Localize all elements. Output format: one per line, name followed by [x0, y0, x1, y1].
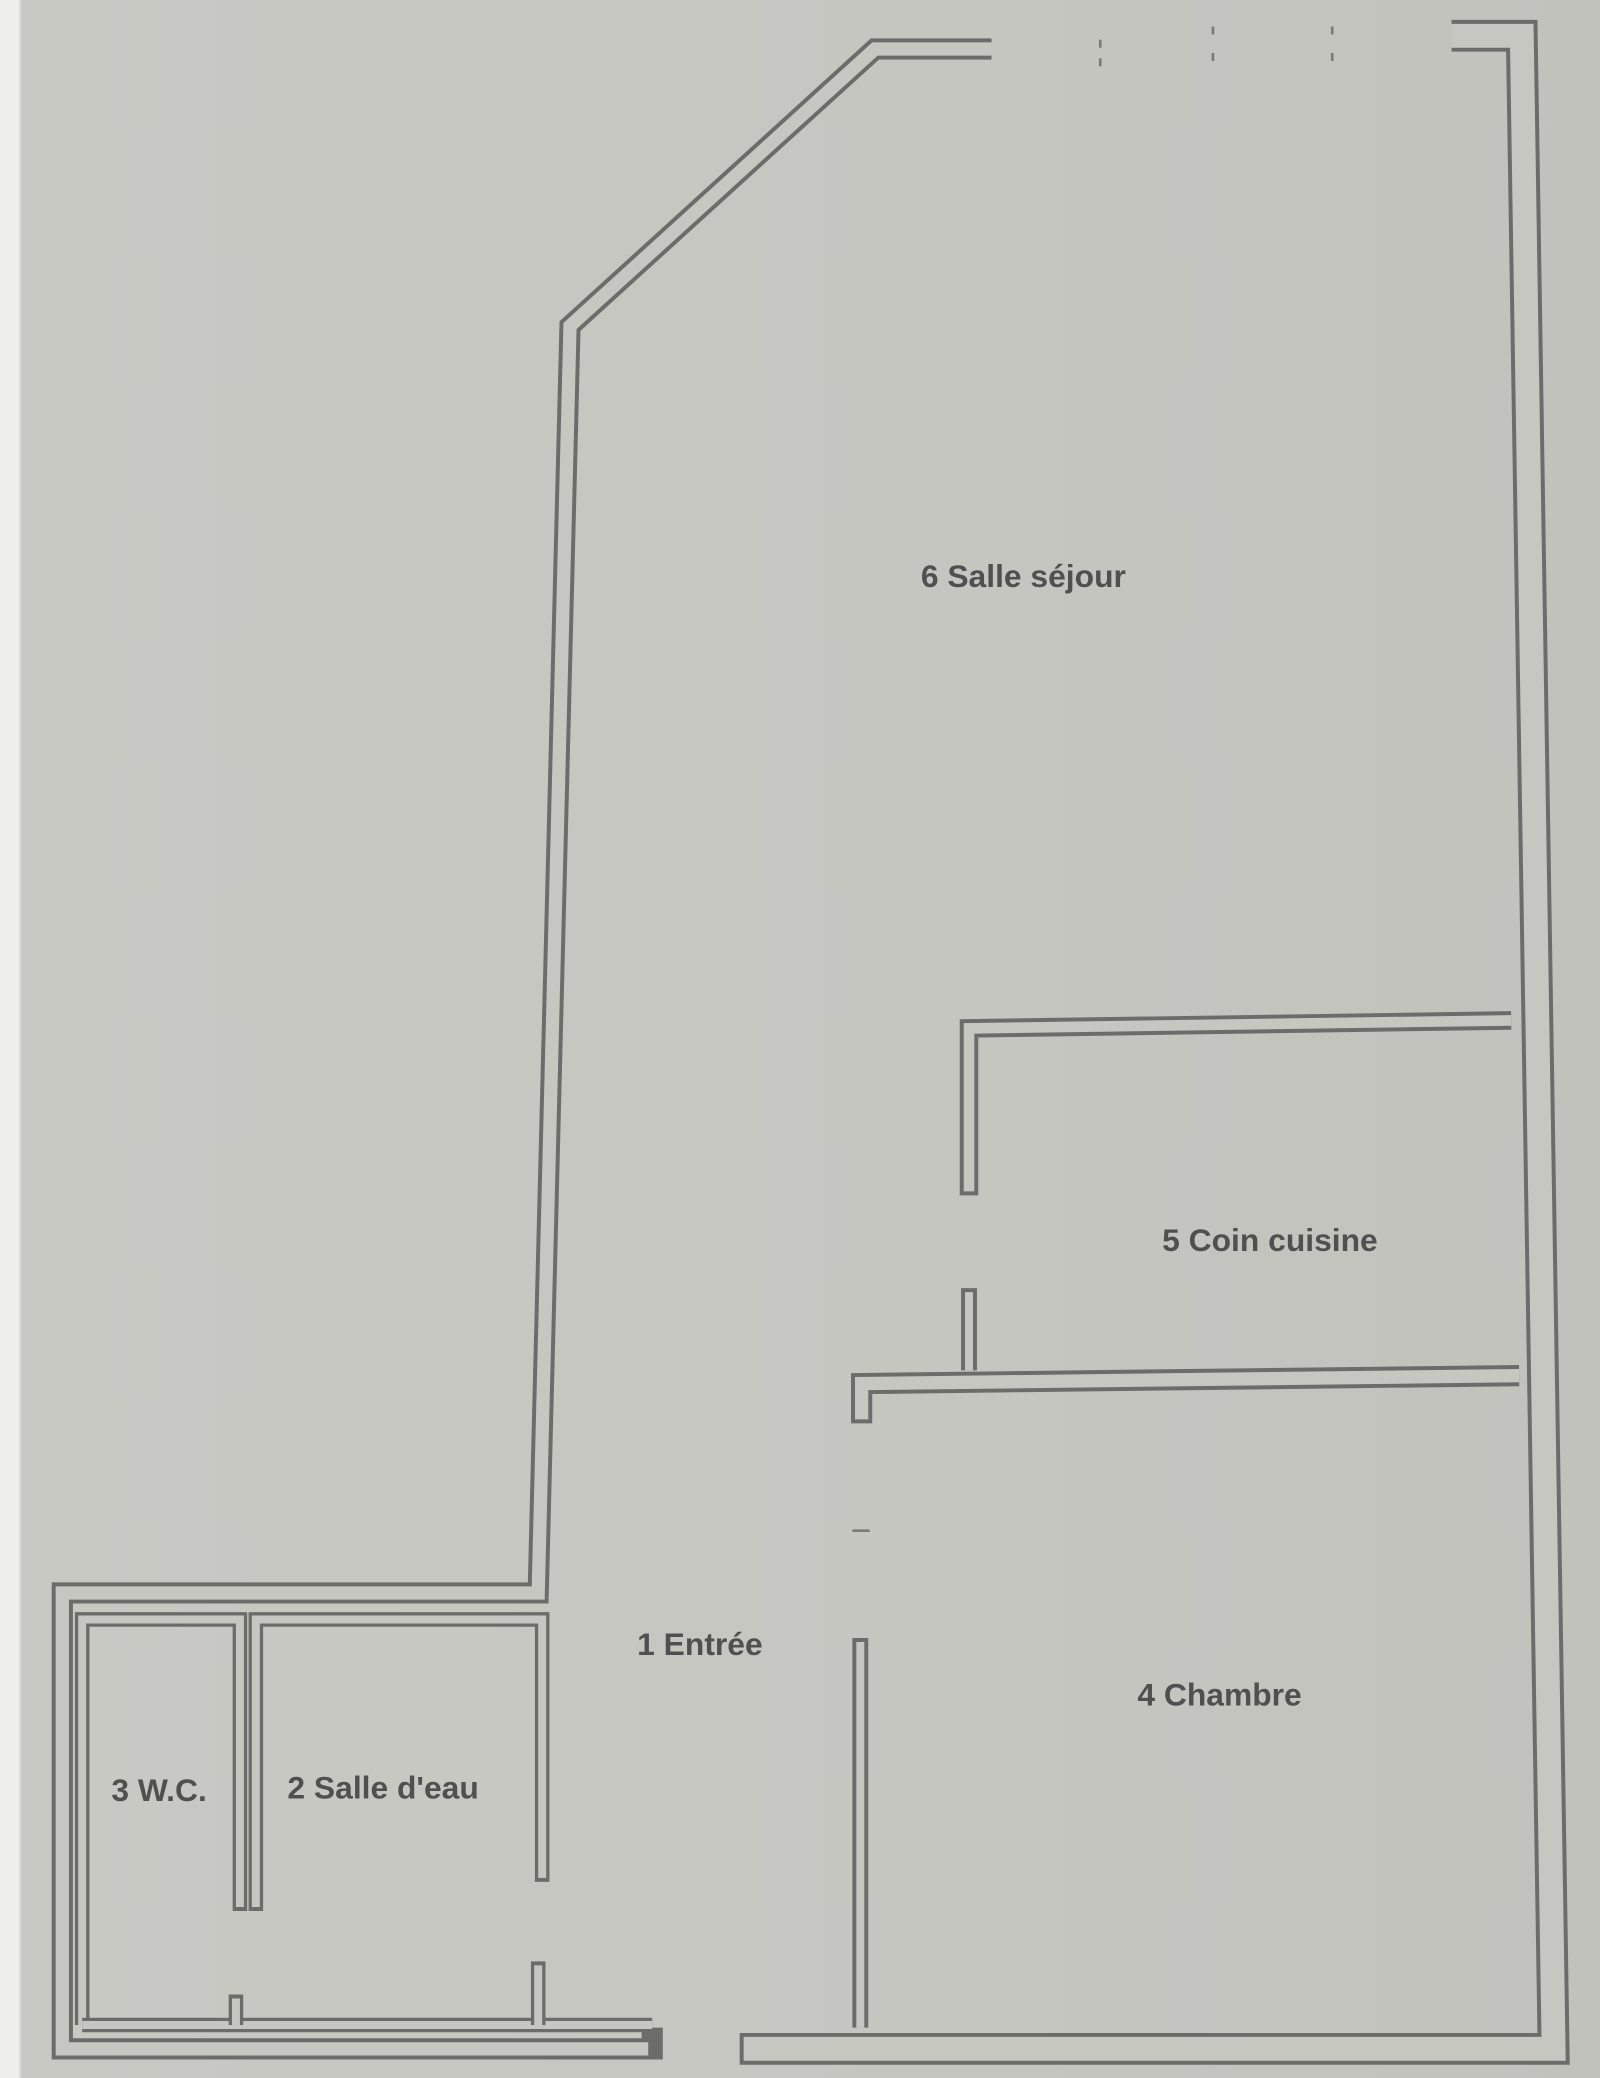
room-labels: 6 Salle séjour 5 Coin cuisine 4 Chambre …	[111, 558, 1377, 1808]
room-label-bedroom: 4 Chambre	[1137, 1677, 1301, 1713]
room-label-bathroom: 2 Salle d'eau	[287, 1769, 478, 1805]
room-label-wc: 3 W.C.	[111, 1772, 206, 1808]
room-label-kitchen: 5 Coin cuisine	[1162, 1222, 1378, 1258]
exterior-wall-left	[51, 38, 992, 2060]
exterior-wall-right	[739, 19, 1570, 2065]
room-label-sejour: 6 Salle séjour	[921, 558, 1126, 594]
window-marks	[852, 26, 1334, 1532]
room-label-entrance: 1 Entrée	[637, 1626, 763, 1662]
walls	[51, 19, 1570, 2065]
kitchen-walls	[851, 1011, 1520, 1424]
bathroom-walls	[74, 1612, 653, 2033]
